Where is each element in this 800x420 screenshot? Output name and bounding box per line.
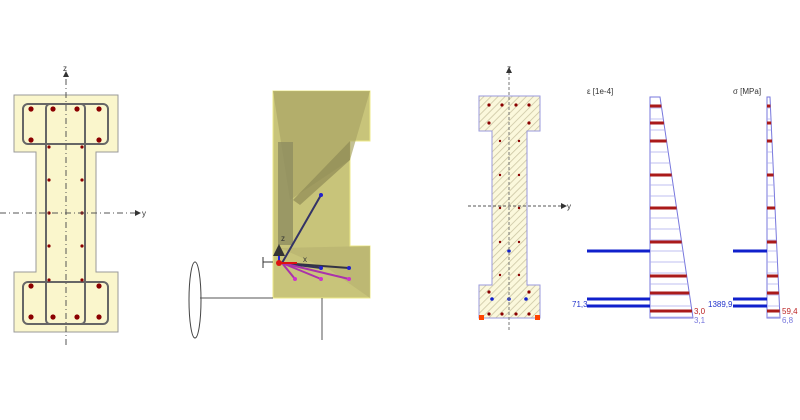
rebar [517, 139, 521, 143]
stress-compression-bar [767, 104, 771, 108]
strain-left-value: 71,3 [572, 300, 588, 309]
rebar [517, 173, 521, 177]
rebar-small [47, 244, 51, 248]
rebar-large [28, 106, 34, 112]
rebar-small [47, 145, 51, 149]
rebar-small [80, 145, 84, 149]
rebar [498, 173, 502, 177]
tension-rebar [490, 297, 494, 301]
rebar-large [50, 314, 56, 320]
strain-tension-bar [587, 297, 650, 301]
stress-compression-bar [767, 240, 777, 244]
z-axis-label: z [507, 64, 511, 73]
rebar-small [80, 244, 84, 248]
stress-tension-bar [733, 297, 767, 301]
rebar-large [74, 314, 80, 320]
stress-title: σ [MPa] [733, 87, 761, 96]
rebar-large [96, 283, 102, 289]
rebar [498, 206, 502, 210]
rebar [487, 103, 491, 107]
strain-tension-bar [587, 249, 650, 253]
strain-compression-bar [650, 291, 690, 295]
stress-diagram: σ [MPa] 1389,9 59,4 6,8 [708, 87, 798, 325]
support-ellipse [188, 261, 202, 339]
strain-compression-bar [650, 240, 682, 244]
tension-rebar [524, 297, 528, 301]
strain-tension-bar [587, 304, 650, 308]
strain-compression-bar [650, 173, 672, 177]
rebar-large [50, 106, 56, 112]
strain-compression-bar [650, 139, 667, 143]
force-vectors [273, 193, 351, 281]
rebar [487, 290, 491, 294]
stress-tension-bar [733, 249, 767, 253]
rebar [527, 290, 531, 294]
rebars [28, 106, 102, 320]
strain-compression-bar [650, 206, 677, 210]
stress-compression-bar [767, 173, 774, 177]
rebar-large [96, 106, 102, 112]
strain-title: ε [1e-4] [587, 87, 613, 96]
rebar [498, 240, 502, 244]
rebar [500, 103, 504, 107]
rebar [514, 312, 518, 316]
rebar [498, 139, 502, 143]
rebar-small [80, 278, 84, 282]
rebar [527, 121, 531, 125]
stress-left-value: 1389,9 [708, 300, 733, 309]
rebar [487, 312, 491, 316]
stress-section-view: z y [468, 64, 571, 330]
rebar-large [74, 106, 80, 112]
rebar-large [28, 314, 34, 320]
strain-compression-bar [650, 121, 664, 125]
y-axis-label: y [142, 209, 146, 218]
rebar-small [80, 178, 84, 182]
rebar [514, 103, 518, 107]
rebar [498, 273, 502, 277]
y-axis-label: y [567, 202, 571, 211]
rebar [517, 240, 521, 244]
stress-compression-bar [767, 206, 776, 210]
rebar-large [28, 283, 34, 289]
strain-right-value-1: 3,0 [694, 307, 706, 316]
3d-view: z x [188, 90, 371, 340]
local-x-label: x [303, 255, 307, 264]
stress-compression-bar [767, 291, 779, 295]
strain-right-value-2: 3,1 [694, 316, 706, 325]
stress-right-value-1: 59,4 [782, 307, 798, 316]
rebar [500, 312, 504, 316]
rebars [487, 103, 531, 316]
tension-rebar [507, 249, 511, 253]
stress-compression-bar [767, 309, 780, 313]
rebar [527, 312, 531, 316]
stress-tension-bar [733, 304, 767, 308]
rebar [517, 206, 521, 210]
stress-compression-bar [767, 139, 772, 143]
rebar-small [47, 178, 51, 182]
stress-right-value-2: 6,8 [782, 316, 794, 325]
rebar [487, 121, 491, 125]
rebar-small [47, 278, 51, 282]
strain-compression-bar [650, 274, 687, 278]
z-axis-label: z [63, 64, 67, 73]
rebar [517, 273, 521, 277]
strain-compression-bar [650, 104, 662, 108]
rebar-large [28, 137, 34, 143]
stress-compression-bar [767, 121, 772, 125]
stress-compression-bar [767, 274, 779, 278]
rebar-large [96, 137, 102, 143]
strain-compression-bar [650, 309, 692, 313]
local-z-label: z [281, 234, 285, 243]
reinforced-section-view: z y [0, 64, 146, 345]
rebar [527, 103, 531, 107]
rebar-large [96, 314, 102, 320]
strain-diagram: ε [1e-4] 71,3 3,0 3,1 [572, 87, 706, 325]
